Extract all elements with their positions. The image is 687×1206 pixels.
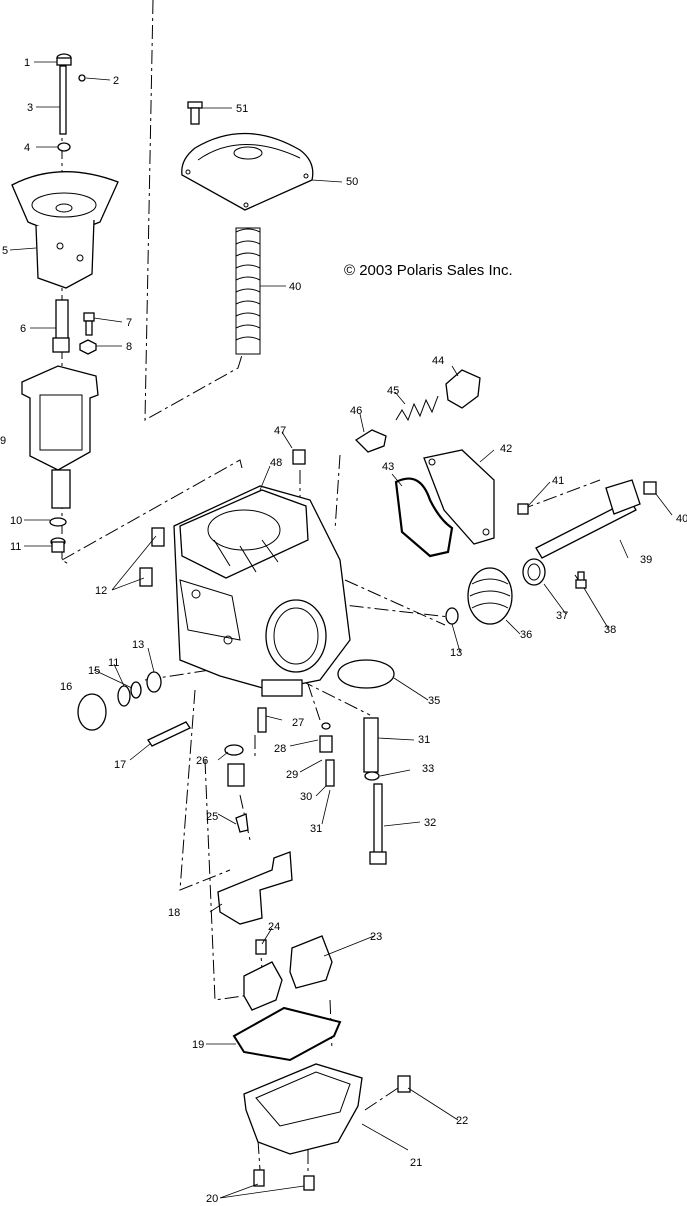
label-part-18: 18 <box>168 907 180 919</box>
label-part-31-needle: 31 <box>310 823 322 835</box>
label-part-46: 46 <box>350 405 362 417</box>
float-bowl-group <box>217 851 411 1191</box>
label-part-11: 11 <box>10 541 21 553</box>
label-part-3: 3 <box>27 102 33 114</box>
label-part-24: 24 <box>268 921 280 933</box>
label-part-35: 35 <box>428 695 440 707</box>
jets-and-screws <box>224 707 387 865</box>
label-part-12: 12 <box>95 585 107 597</box>
part-number-labels: 1 2 3 4 5 6 7 8 9 10 11 51 50 40 © 2003 … <box>0 57 687 1205</box>
leader-lines <box>9 61 673 1199</box>
label-part-40-screw: 40 <box>676 513 687 525</box>
label-part-6: 6 <box>20 323 26 335</box>
throttle-parts <box>337 479 657 689</box>
label-part-27: 27 <box>292 717 304 729</box>
label-part-39: 39 <box>640 554 652 566</box>
label-part-45: 45 <box>387 385 399 397</box>
label-part-47: 47 <box>274 425 286 437</box>
label-part-13-right: 13 <box>450 647 462 659</box>
label-part-32: 32 <box>424 817 436 829</box>
label-part-22: 22 <box>456 1115 468 1127</box>
right-upper-parts <box>292 369 529 558</box>
label-part-37: 37 <box>556 610 568 622</box>
label-part-15: 15 <box>88 665 100 677</box>
label-part-29: 29 <box>286 769 298 781</box>
label-part-50: 50 <box>346 176 358 188</box>
needle-stack <box>11 53 119 553</box>
label-part-51: 51 <box>236 103 248 115</box>
label-part-17: 17 <box>114 759 126 771</box>
left-mid-parts <box>77 671 191 747</box>
label-part-33: 33 <box>422 763 434 775</box>
label-part-2: 2 <box>113 75 119 87</box>
copyright-notice: © 2003 Polaris Sales Inc. <box>344 262 513 279</box>
label-part-28: 28 <box>274 743 286 755</box>
label-part-21: 21 <box>410 1157 422 1169</box>
label-part-20: 20 <box>206 1193 218 1205</box>
label-part-10: 10 <box>10 515 22 527</box>
label-part-44: 44 <box>432 355 444 367</box>
label-part-13-left: 13 <box>132 639 144 651</box>
carburetor-body <box>139 485 351 697</box>
label-part-16: 16 <box>60 681 72 693</box>
label-part-7: 7 <box>126 317 132 329</box>
label-part-48: 48 <box>270 457 282 469</box>
label-part-23: 23 <box>370 931 382 943</box>
label-part-1: 1 <box>24 57 30 69</box>
label-part-42: 42 <box>500 443 512 455</box>
label-part-11-left: 11 <box>108 657 119 669</box>
label-part-9: 9 <box>0 435 6 447</box>
label-part-5: 5 <box>2 245 8 257</box>
label-part-41: 41 <box>552 475 564 487</box>
label-part-30: 30 <box>300 791 312 803</box>
label-part-31-spring: 31 <box>418 734 430 746</box>
label-part-26: 26 <box>196 755 208 767</box>
label-part-4: 4 <box>24 142 30 154</box>
label-part-19: 19 <box>192 1039 204 1051</box>
label-part-8: 8 <box>126 341 132 353</box>
cap-and-spring <box>181 101 314 355</box>
label-part-38: 38 <box>604 624 616 636</box>
label-part-43: 43 <box>382 461 394 473</box>
label-part-36: 36 <box>520 629 532 641</box>
label-part-25: 25 <box>206 811 218 823</box>
label-part-40-spring: 40 <box>289 281 301 293</box>
